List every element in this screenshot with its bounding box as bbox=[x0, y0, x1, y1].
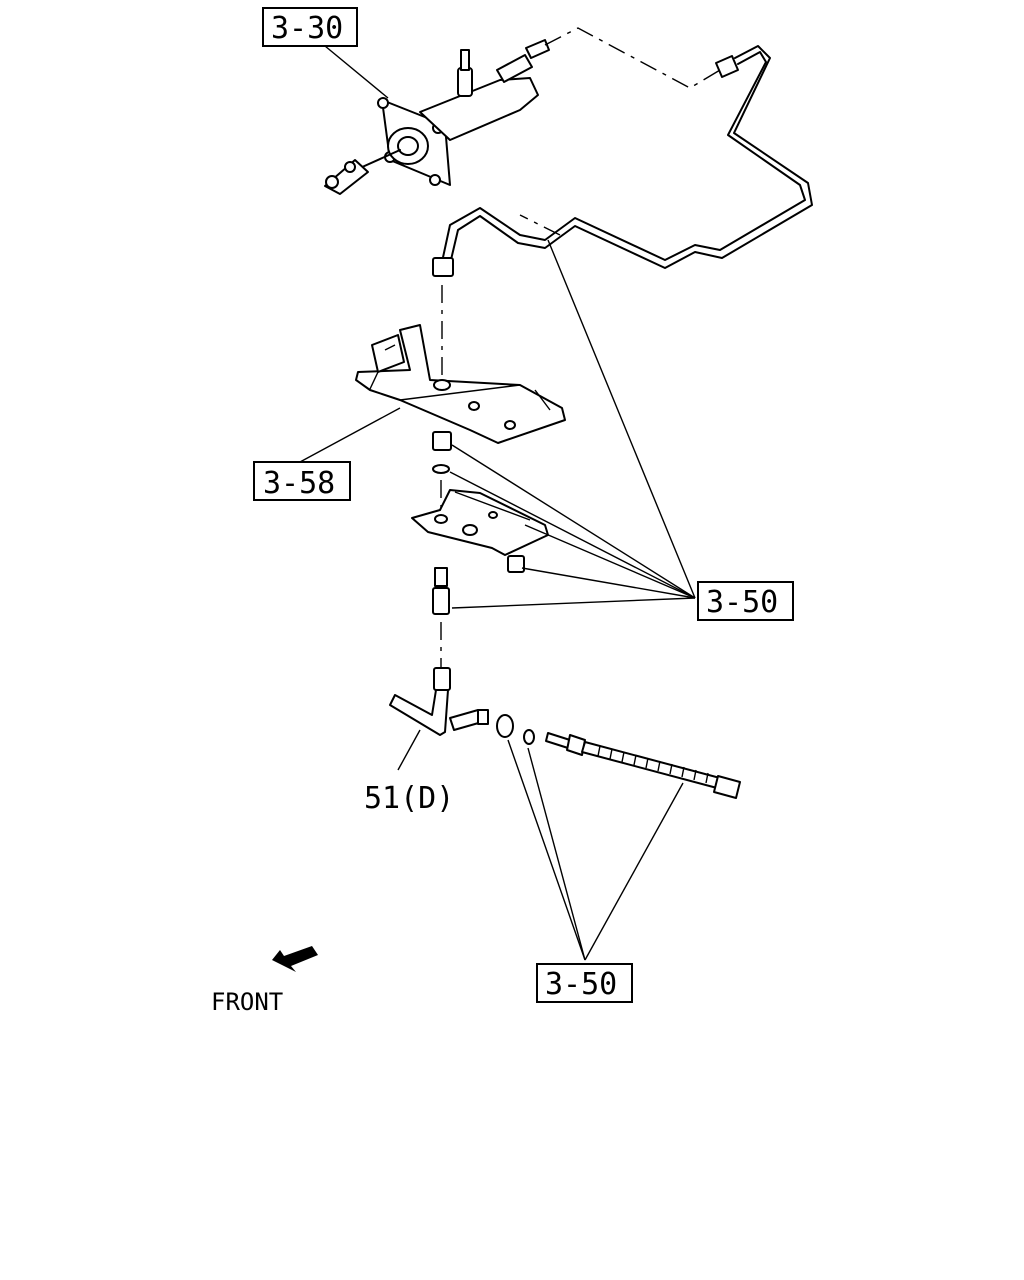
label-3-58: 3-58 bbox=[253, 461, 351, 501]
label-3-50-upper: 3-50 bbox=[697, 581, 794, 621]
arrow-down-left-icon bbox=[272, 946, 318, 972]
label-3-50-upper-text: 3-50 bbox=[706, 585, 778, 620]
bracket bbox=[355, 324, 566, 444]
clutch-pipe bbox=[432, 27, 813, 380]
front-label: FRONT bbox=[211, 988, 283, 1016]
flexible-hose-assembly bbox=[496, 714, 741, 799]
clutch-hose bbox=[389, 667, 489, 736]
label-51d: 51(D) bbox=[364, 781, 454, 816]
hardware-stack bbox=[411, 431, 549, 668]
leader-lines bbox=[299, 45, 696, 961]
label-3-50-lower: 3-50 bbox=[536, 963, 633, 1003]
label-3-30-text: 3-30 bbox=[271, 11, 343, 46]
master-cylinder bbox=[324, 39, 550, 195]
label-3-58-text: 3-58 bbox=[263, 466, 335, 501]
label-3-50-lower-text: 3-50 bbox=[545, 967, 617, 1002]
label-3-30: 3-30 bbox=[262, 7, 358, 47]
